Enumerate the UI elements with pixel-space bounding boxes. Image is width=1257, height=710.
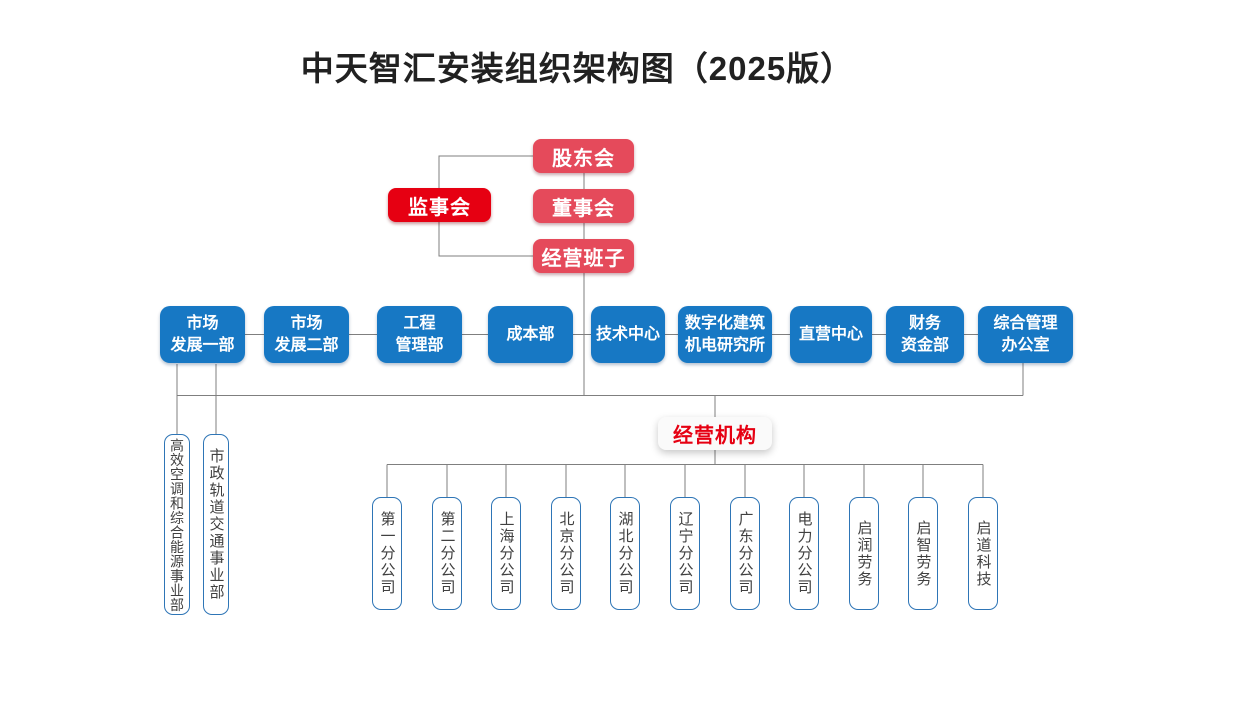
node-board-of-directors: 董事会 (533, 189, 634, 223)
branch-label: 广东分公司 (736, 511, 754, 596)
branch-label: 上海分公司 (497, 511, 515, 596)
dept-technology-center: 技术中心 (591, 306, 665, 363)
dept-engineering-mgmt: 工程 管理部 (377, 306, 462, 363)
branch-label: 第一分公司 (378, 511, 396, 596)
dept-finance-treasury: 财务 资金部 (886, 306, 964, 363)
node-operating-organizations: 经营机构 (658, 417, 772, 450)
dept-market-dev-2: 市场 发展二部 (264, 306, 349, 363)
branch-hubei: 湖北分公司 (610, 497, 640, 610)
dept-direct-operations-center: 直营中心 (790, 306, 872, 363)
branch-label: 启润劳务 (855, 519, 873, 588)
dept-market-dev-1: 市场 发展一部 (160, 306, 245, 363)
node-management-team: 经营班子 (533, 239, 634, 273)
branch-label: 启道科技 (974, 519, 992, 588)
node-shareholders-meeting: 股东会 (533, 139, 634, 173)
branch-label: 湖北分公司 (616, 511, 634, 596)
unit-label: 市政轨道交通事业部 (207, 448, 225, 601)
branch-label: 第二分公司 (438, 511, 456, 596)
branch-electric-power: 电力分公司 (789, 497, 819, 610)
branch-label: 电力分公司 (795, 511, 813, 596)
branch-qidao-tech: 启道科技 (968, 497, 998, 610)
unit-municipal-rail-transit: 市政轨道交通事业部 (203, 434, 229, 615)
branch-no2-company: 第二分公司 (432, 497, 462, 610)
branch-label: 北京分公司 (557, 511, 575, 596)
dept-general-admin-office: 综合管理 办公室 (978, 306, 1073, 363)
branch-shanghai: 上海分公司 (491, 497, 521, 610)
unit-label: 高效空调和综合能源事业部 (169, 437, 185, 612)
unit-hvac-integrated-energy: 高效空调和综合能源事业部 (164, 434, 190, 615)
branch-no1-company: 第一分公司 (372, 497, 402, 610)
chart-title: 中天智汇安装组织架构图（2025版） (300, 50, 855, 87)
branch-qizhi-labor: 启智劳务 (908, 497, 938, 610)
branch-label: 启智劳务 (914, 519, 932, 588)
branch-beijing: 北京分公司 (551, 497, 581, 610)
branch-qirun-labor: 启润劳务 (849, 497, 879, 610)
branch-liaoning: 辽宁分公司 (670, 497, 700, 610)
branch-label: 辽宁分公司 (676, 511, 694, 596)
dept-digital-building-mep-research: 数字化建筑 机电研究所 (678, 306, 772, 363)
node-supervisory-board: 监事会 (388, 188, 491, 222)
branch-guangdong: 广东分公司 (730, 497, 760, 610)
dept-cost: 成本部 (488, 306, 573, 363)
